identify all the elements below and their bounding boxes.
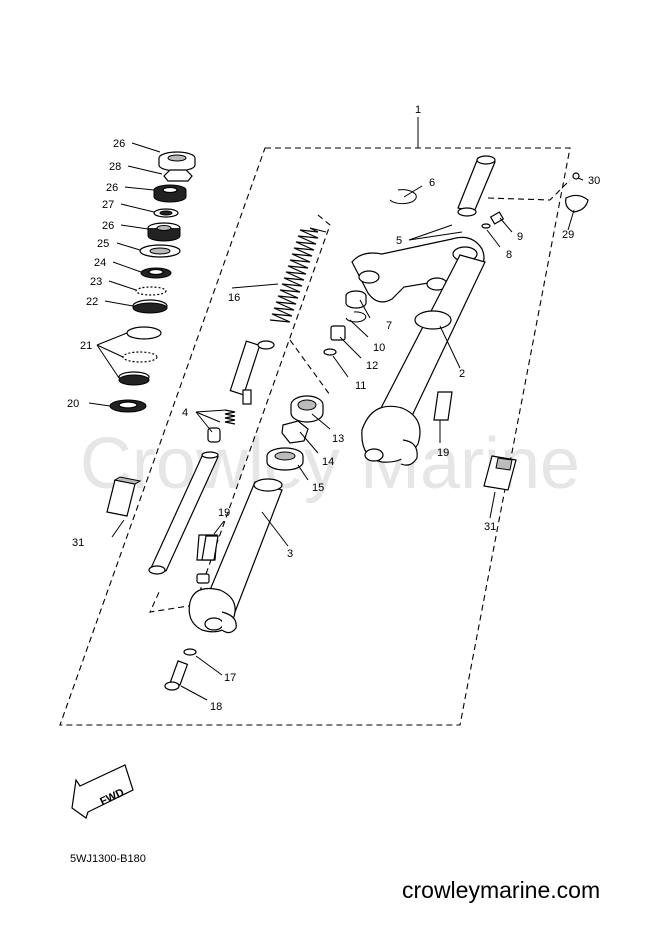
callout-20: 20 [67, 398, 79, 410]
callout-9: 9 [517, 231, 523, 243]
pad-left-31 [106, 476, 142, 517]
small-parts-right [201, 172, 589, 561]
callout-13: 13 [332, 433, 344, 445]
callout-2: 2 [459, 368, 465, 380]
left-leaders [88, 142, 163, 538]
steering-stack [109, 151, 196, 413]
drain-bolt [164, 648, 197, 691]
callout-29: 29 [562, 229, 574, 241]
seal-parts [266, 395, 324, 471]
callout-23: 23 [90, 276, 102, 288]
fork-spring-16 [269, 227, 327, 323]
callout-1: 1 [415, 104, 421, 116]
callout-12: 12 [366, 360, 378, 372]
callout-25: 25 [97, 238, 109, 250]
callout-5: 5 [396, 235, 402, 247]
callout-10: 10 [373, 342, 385, 354]
assembly-boundary [59, 147, 571, 726]
callout-26-top: 26 [113, 138, 125, 150]
outer-tube-right-2 [361, 254, 486, 466]
callout-24: 24 [94, 257, 106, 269]
callout-6: 6 [429, 177, 435, 189]
diagram-code: 5WJ1300-B180 [70, 853, 146, 865]
callout-15: 15 [312, 482, 324, 494]
assembly-boundary-ext [487, 179, 571, 201]
inner-tube-boundary [149, 214, 331, 613]
callout-19-right: 19 [437, 447, 449, 459]
callout-14: 14 [322, 456, 334, 468]
callout-17: 17 [224, 672, 236, 684]
callout-30: 30 [588, 175, 600, 187]
callout-31-right: 31 [484, 521, 496, 533]
callout-18: 18 [210, 701, 222, 713]
callout-3: 3 [287, 548, 293, 560]
right-leaders [180, 117, 584, 701]
callout-21: 21 [80, 340, 92, 352]
fwd-arrow: FWD [71, 764, 134, 819]
callout-11: 11 [355, 380, 366, 392]
inner-tube [148, 451, 219, 575]
callout-27: 27 [102, 199, 114, 211]
callouts: 1 2 3 4 5 6 7 8 9 10 11 12 13 14 15 16 1… [67, 104, 600, 713]
inner-boundary-2 [289, 339, 331, 396]
callout-31-left: 31 [72, 537, 84, 549]
steering-shaft [457, 155, 496, 217]
callout-28: 28 [109, 161, 121, 173]
callout-26-mid: 26 [106, 182, 118, 194]
outer-tube-left-3 [188, 478, 283, 634]
callout-19-left: 19 [218, 507, 230, 519]
callout-16: 16 [228, 292, 240, 304]
callout-4: 4 [182, 407, 188, 419]
callout-8: 8 [506, 249, 512, 261]
callout-26-low: 26 [102, 220, 114, 232]
callout-7: 7 [386, 320, 392, 332]
site-name: crowleymarine.com [402, 877, 600, 903]
callout-22: 22 [86, 296, 98, 308]
